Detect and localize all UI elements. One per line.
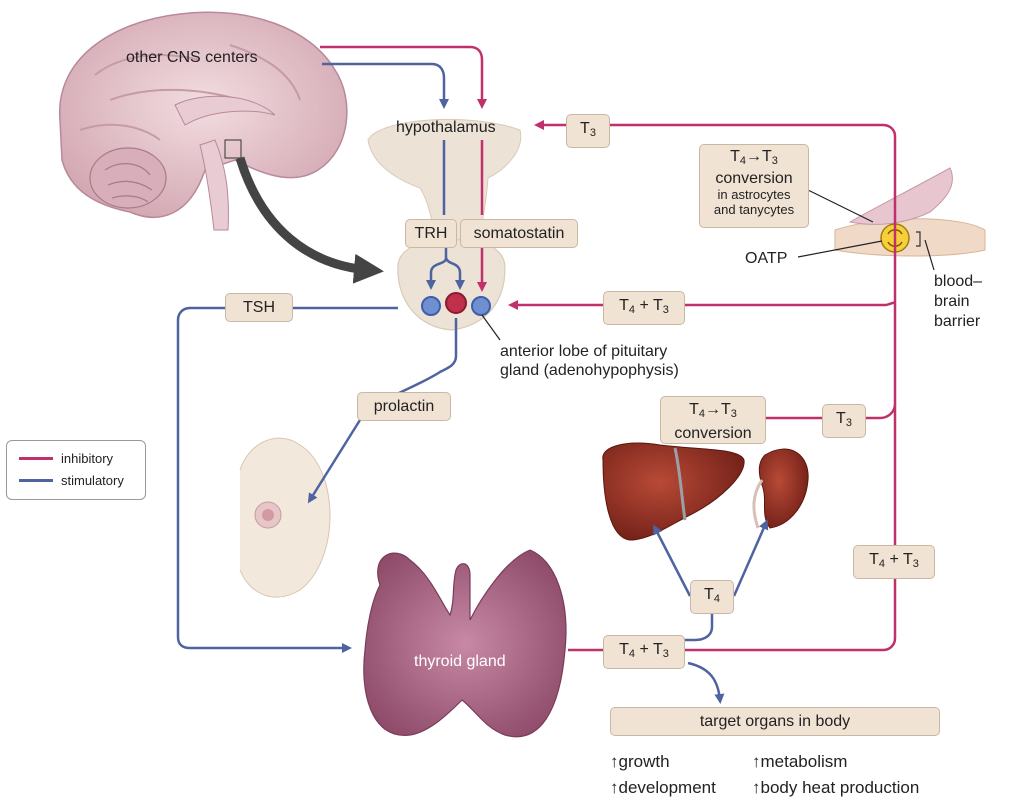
trh-box: TRH	[405, 219, 457, 248]
other-cns-label: other CNS centers	[126, 49, 258, 66]
tsh-box: TSH	[225, 293, 293, 322]
stimulatory-pathways	[176, 62, 769, 704]
t4-t3-conversion-brain-box: T4→T3 conversion in astrocytes and tanyc…	[699, 144, 809, 228]
somatostatin-box: somatostatin	[460, 219, 578, 248]
breast-illustration	[239, 437, 331, 598]
t3-top-box: T3	[566, 114, 610, 148]
thyroid-illustration	[363, 549, 567, 738]
legend-inhibitory: inhibitory	[19, 451, 113, 466]
hypothalamus-label: hypothalamus	[396, 119, 496, 136]
bbb-label-3: barrier	[934, 313, 981, 330]
effect-growth: ↑growth	[610, 752, 670, 771]
brain-illustration	[59, 11, 348, 231]
bbb-illustration	[834, 167, 986, 257]
bbb-label-2: brain	[934, 293, 970, 310]
inhibitory-swatch	[19, 457, 53, 460]
t4-t3-right-box: T4 + T3	[853, 545, 935, 579]
thyroid-label: thyroid gland	[414, 653, 506, 670]
t4-t3-bottom-box: T4 + T3	[603, 635, 685, 669]
anterior-lobe-label-2: gland (adenohypophysis)	[500, 362, 679, 379]
legend-stimulatory-label: stimulatory	[61, 473, 124, 488]
effect-metabolism: ↑metabolism	[752, 752, 848, 771]
anterior-lobe-label-1: anterior lobe of pituitary	[500, 343, 668, 360]
liver-kidney-illustration	[602, 442, 809, 541]
prolactin-box: prolactin	[357, 392, 451, 421]
bbb-pointer-line	[924, 239, 935, 271]
bbb-label-1: blood–	[934, 273, 983, 290]
legend-inhibitory-label: inhibitory	[61, 451, 114, 466]
t4-t3-conversion-liver-box: T4→T3 conversion	[660, 396, 766, 444]
legend: inhibitory stimulatory	[6, 440, 146, 500]
oatp-pointer-line	[797, 240, 883, 258]
anterior-lobe-pointer-line	[481, 314, 501, 341]
t4-t3-mid-box: T4 + T3	[603, 291, 685, 325]
effect-heat: ↑body heat production	[752, 778, 920, 797]
inhibitory-pathways	[320, 45, 897, 652]
t4-bottom-box: T4	[690, 580, 734, 614]
conv-pointer-line	[807, 189, 874, 223]
brain-to-pituitary-arrow	[235, 156, 384, 284]
legend-stimulatory: stimulatory	[19, 473, 124, 488]
target-organs-box: target organs in body	[610, 707, 940, 736]
t3-liver-box: T3	[822, 404, 866, 438]
stimulatory-swatch	[19, 479, 53, 482]
oatp-label: OATP	[745, 250, 788, 267]
effect-development: ↑development	[610, 778, 716, 797]
